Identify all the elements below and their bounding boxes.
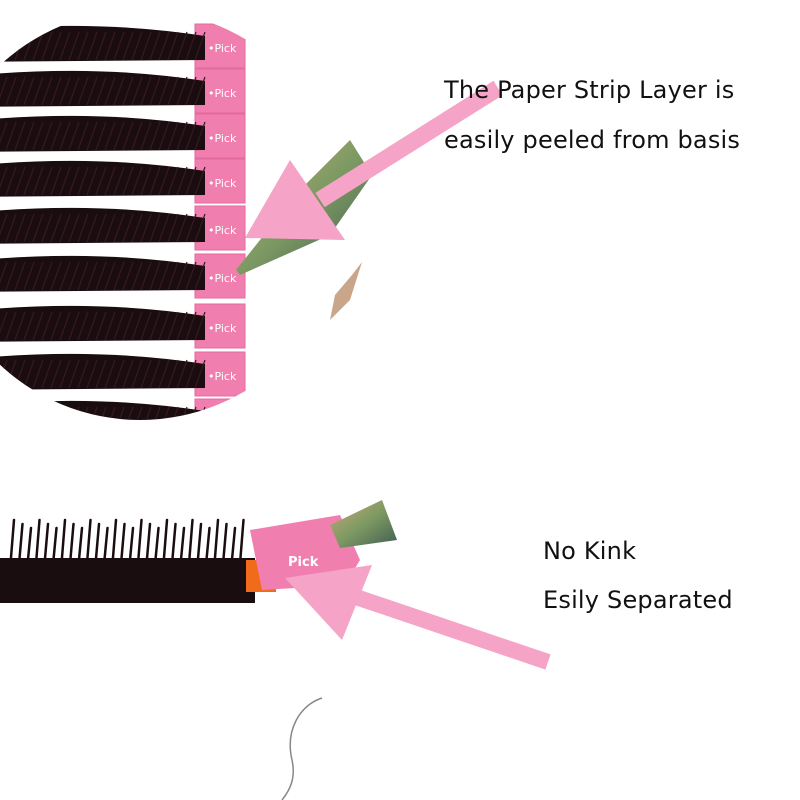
lash-strip-row: •Pick	[0, 303, 246, 349]
pick-tab-label: •Pick	[208, 42, 237, 55]
caption-top-line-1: The Paper Strip Layer is	[444, 76, 735, 104]
lash-strip-row: •Pick	[0, 158, 246, 204]
pick-tab-label: •Pick	[208, 322, 237, 335]
lash-strip-row: •Pick	[0, 205, 246, 251]
pick-tab-label: •Pick	[208, 177, 237, 190]
pick-tab-label: •Pick	[208, 224, 237, 237]
caption-bottom-line-1: No Kink	[543, 537, 637, 565]
pink-arrow-top	[245, 80, 503, 240]
caption-bottom-line-2: Esily Separated	[543, 586, 733, 614]
lash-strip-row: •Pick	[0, 113, 246, 159]
loose-lash-strand	[281, 697, 323, 800]
lash-strip-row: •Pick	[0, 68, 246, 114]
pick-tab-label: •Pick	[208, 417, 237, 430]
pick-tab-label: •Pick	[208, 272, 237, 285]
pick-tab-label: •Pick	[208, 132, 237, 145]
lash-strip-row: •Pick	[0, 398, 246, 430]
lash-strip-row: •Pick	[0, 253, 246, 299]
caption-top-line-2: easily peeled from basis	[444, 126, 741, 154]
pink-arrow-bottom	[285, 565, 551, 670]
lash-strip-row: •Pick	[0, 351, 246, 397]
pick-tab-label: •Pick	[208, 370, 237, 383]
pick-tab-label-bottom: Pick	[288, 555, 319, 570]
pick-tab-label: •Pick	[208, 87, 237, 100]
